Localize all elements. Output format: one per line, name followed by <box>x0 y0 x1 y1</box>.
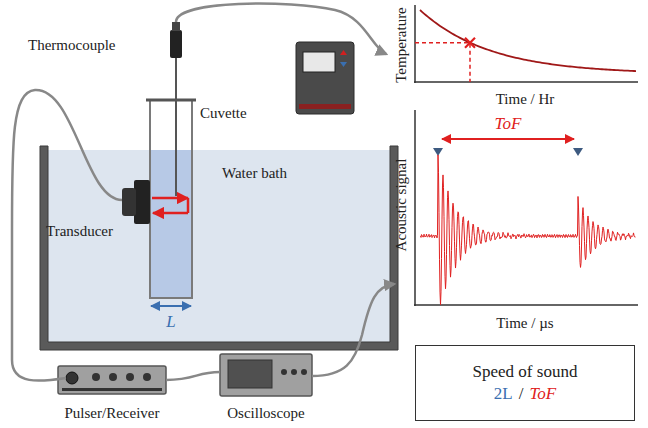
signal-cable <box>166 372 220 380</box>
x-axis <box>414 81 638 83</box>
indicator <box>340 50 347 55</box>
guide-line <box>415 43 470 82</box>
knob <box>126 373 134 381</box>
formula-operator: / <box>519 383 524 405</box>
axis-label: Temperature <box>393 7 410 83</box>
oscilloscope-cable <box>312 284 394 376</box>
transducer-body <box>134 180 150 224</box>
formula-box: Speed of sound2L /ToF <box>415 345 635 421</box>
time-of-flight-label: ToF <box>495 115 522 134</box>
cuvette-liquid <box>150 150 192 298</box>
knob <box>109 373 117 381</box>
pulse-arrow <box>152 197 188 200</box>
knob <box>66 372 78 384</box>
thermocouple-cable <box>176 4 386 54</box>
thermocouple-probe <box>175 58 177 196</box>
tof-arrow <box>442 138 574 140</box>
knob <box>301 369 307 375</box>
y-axis <box>414 5 416 83</box>
transducer-back <box>122 188 136 216</box>
axis-label: Acoustic signal <box>393 159 410 252</box>
temperature-curve <box>420 10 636 71</box>
formula-row: 2L /ToF <box>494 383 556 405</box>
thermocouple-connector <box>170 30 182 58</box>
part-label: Transducer <box>46 223 113 240</box>
marker-triangle <box>573 148 583 156</box>
part-label: Water bath <box>222 165 287 182</box>
y-axis <box>414 110 416 306</box>
part-label: Cuvette <box>200 105 247 122</box>
pulse-arrow <box>187 198 190 213</box>
knob <box>281 369 287 375</box>
water-bath-unit <box>296 42 354 114</box>
knob <box>92 373 100 381</box>
cuvette-cap <box>146 99 196 102</box>
marker-triangle <box>433 148 443 156</box>
indicator <box>340 62 347 67</box>
dimension-arrow <box>151 305 191 307</box>
water-bath-display <box>303 52 335 72</box>
part-label: Oscilloscope <box>227 405 304 422</box>
axis-label: Time / µs <box>496 315 553 332</box>
thermocouple-connector <box>172 22 180 31</box>
dimension-label: L <box>166 313 175 332</box>
knob <box>291 369 297 375</box>
formula-term: 2L <box>494 383 513 405</box>
formula-heading: Speed of sound <box>473 361 578 383</box>
sample-mark <box>465 38 475 48</box>
echo-arrow <box>153 212 188 215</box>
formula-term: ToF <box>529 383 556 405</box>
transducer-cable <box>12 90 122 381</box>
water-bath-stripe <box>299 104 351 109</box>
x-axis <box>414 304 638 306</box>
knob <box>143 373 151 381</box>
axis-label: Time / Hr <box>496 91 555 108</box>
cuvette <box>150 100 192 298</box>
pulser-receiver <box>58 366 166 394</box>
acoustic-signal <box>420 155 636 305</box>
part-label: Pulser/Receiver <box>65 405 160 422</box>
oscilloscope <box>220 354 312 396</box>
pulser-stripe <box>62 388 162 391</box>
part-label: Thermocouple <box>28 37 115 54</box>
oscilloscope-screen <box>228 360 272 388</box>
